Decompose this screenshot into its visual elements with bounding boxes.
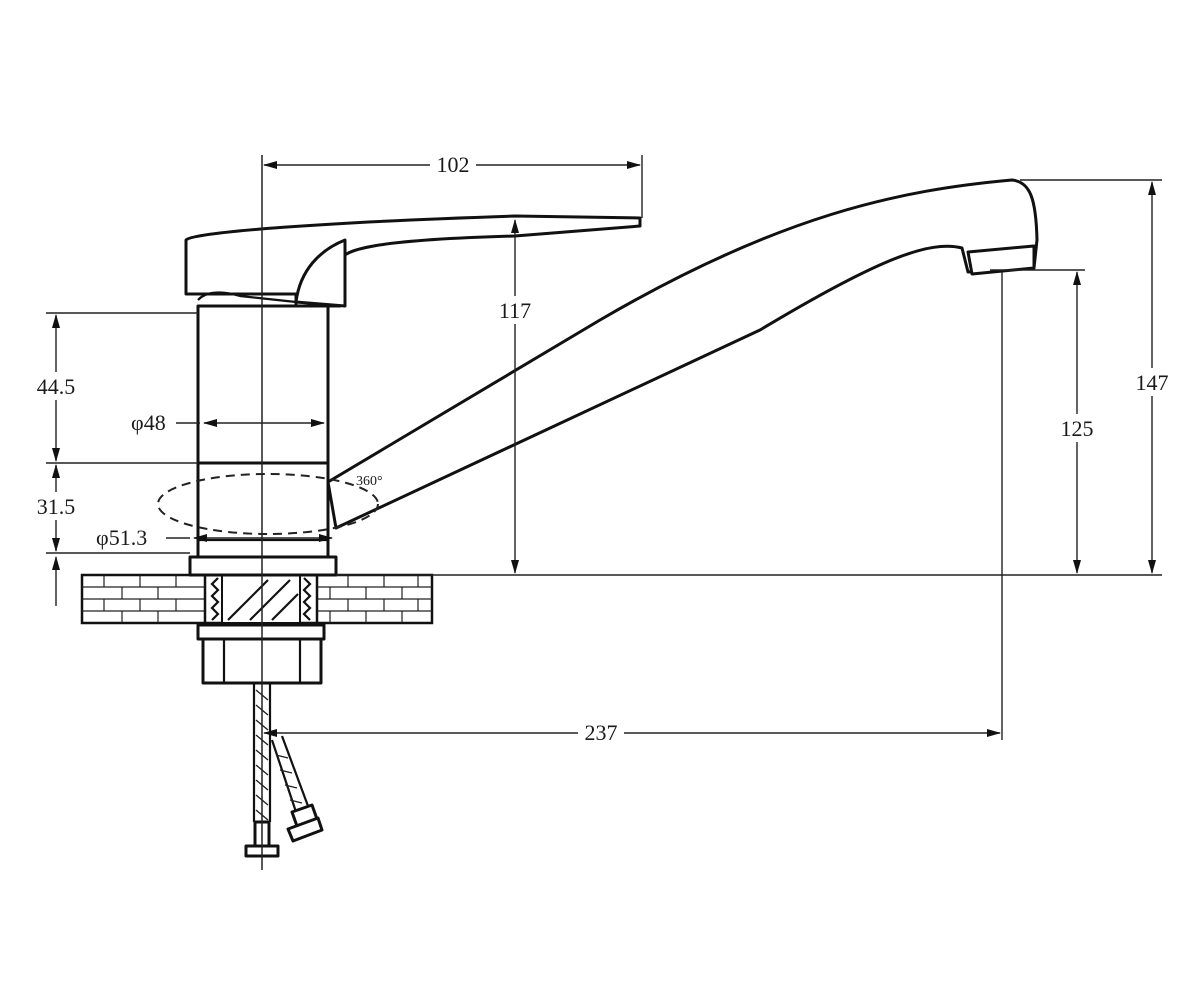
dimension-total-height: 147: [1128, 181, 1176, 574]
dimension-spout-reach: 237: [263, 718, 1001, 746]
countertop-brick-pattern: [82, 575, 432, 623]
base-ring: [188, 555, 338, 577]
dimension-lower-body: 31.5: [26, 464, 86, 606]
dimension-upper-body: 44.5: [26, 314, 86, 462]
extension-lines: [46, 155, 1162, 740]
dimension-handle-span: 102: [263, 150, 641, 178]
dimension-label-44-5: 44.5: [37, 374, 76, 399]
dimension-label-phi51-3: φ51.3: [96, 525, 147, 550]
dimension-label-117: 117: [499, 298, 531, 323]
body-upper: [196, 304, 330, 465]
mounting-shank: [203, 573, 319, 625]
dimension-label-102: 102: [437, 152, 470, 177]
dimension-label-31-5: 31.5: [37, 494, 76, 519]
dimension-spout-height: 125: [1052, 271, 1102, 574]
spout: [326, 178, 1039, 530]
spout-aerator: [966, 244, 1036, 276]
rotation-label-360: 360°: [356, 474, 383, 489]
dimension-body-height: 117: [490, 219, 540, 574]
dimension-label-237: 237: [585, 720, 618, 745]
dimension-label-phi48: φ48: [131, 410, 166, 435]
dimension-label-125: 125: [1061, 416, 1094, 441]
dimension-label-147: 147: [1136, 370, 1169, 395]
dimension-body-diameter: φ48: [131, 410, 325, 435]
flexible-hoses: [244, 683, 324, 858]
mounting-nut: [196, 623, 326, 685]
swivel-rotation-ellipse: [157, 473, 379, 535]
dimension-base-diameter: φ51.3: [96, 525, 333, 550]
handle-lever: [184, 214, 642, 308]
